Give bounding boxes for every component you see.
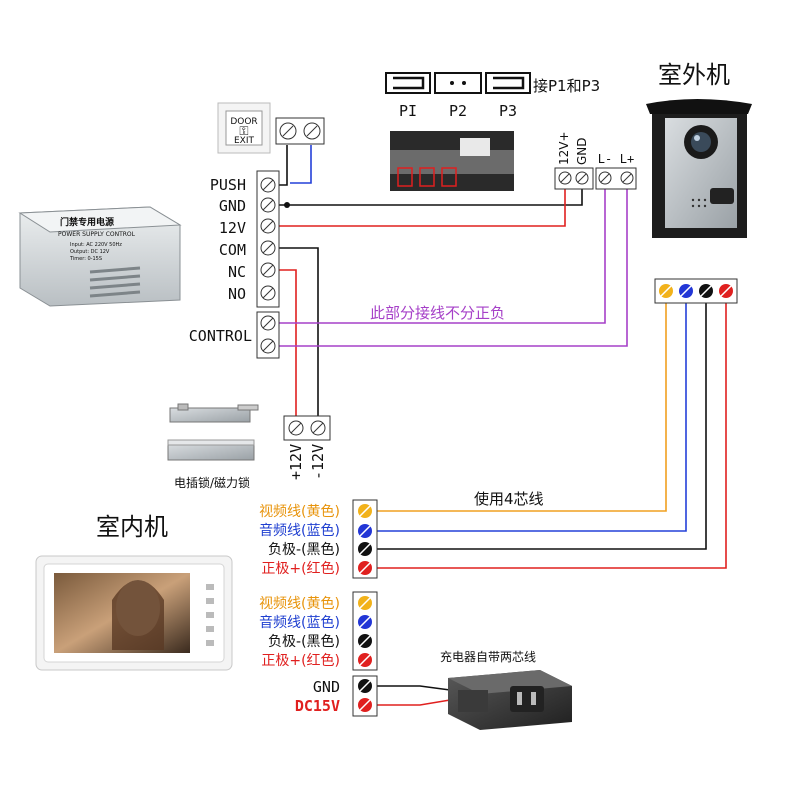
- psu-plate-subtitle: POWER SUPPLY CONTROL: [58, 231, 136, 238]
- psu-label-gnd: GND: [219, 197, 246, 215]
- lock-images: 电插锁/磁力锁: [167, 403, 259, 490]
- note-polarity-free: 此部分接线不分正负: [370, 304, 505, 322]
- outdoor-label-l-plus: L+: [620, 152, 634, 166]
- lock-label-minus: -12V: [309, 444, 327, 480]
- wire-red: [365, 301, 727, 569]
- indoor-bottom-label-video: 视频线(黄色): [259, 595, 340, 612]
- indoor-bottom-label-negative: 负极-(黑色): [268, 633, 340, 650]
- wire-charger-red: [365, 699, 451, 706]
- wire-exit-blue: [290, 145, 312, 184]
- psu-terminal-block: [256, 170, 290, 359]
- outdoor-label-gnd: GND: [575, 137, 589, 165]
- wire-12v: [268, 189, 566, 227]
- indoor-bottom-label-audio: 音频线(蓝色): [259, 614, 340, 631]
- psu-label-12v: 12V: [219, 219, 246, 237]
- outdoor-unit: 室外机: [646, 61, 752, 238]
- lock-label-plus: +12V: [287, 444, 305, 480]
- indoor-power-label-gnd: GND: [313, 678, 340, 696]
- psu-plate-line-3: Timer: 0-15S: [69, 256, 102, 262]
- outdoor-4core-terminal: [654, 278, 738, 304]
- jumper-label-p2: P2: [449, 102, 467, 120]
- exit-button: DOOR EXIT ⚿: [217, 102, 325, 154]
- note-four-core: 使用4芯线: [474, 490, 544, 508]
- outdoor-label-l-minus: L-: [598, 152, 612, 166]
- lock-caption: 电插锁/磁力锁: [174, 475, 250, 490]
- indoor-terminal-block-power: [352, 675, 378, 717]
- wire-control-2: [268, 189, 628, 347]
- jumper-detail: 接P1和P3 PI P2 P3: [385, 72, 600, 191]
- indoor-bottom-label-positive: 正极+(红色): [261, 652, 340, 669]
- psu-plate-line-1: Input: AC 220V 50Hz: [70, 242, 122, 248]
- psu-plate-title: 门禁专用电源: [60, 216, 114, 228]
- indoor-top-label-positive: 正极+(红色): [261, 560, 340, 577]
- wire-charger-black: [365, 685, 451, 691]
- wire-yellow: [365, 301, 667, 512]
- psu-label-no: NO: [228, 285, 246, 303]
- indoor-top-label-negative: 负极-(黑色): [268, 541, 340, 558]
- exit-button-label-exit: EXIT: [234, 136, 255, 146]
- indoor-top-labels: 视频线(黄色) 音频线(蓝色) 负极-(黑色) 正极+(红色): [259, 503, 340, 577]
- charger-adapter: [448, 670, 572, 730]
- note-charger: 充电器自带两芯线: [440, 649, 536, 664]
- psu-label-control: CONTROL: [189, 327, 252, 345]
- jumper-label-p1: PI: [399, 102, 417, 120]
- power-supply-box: 门禁专用电源 POWER SUPPLY CONTROL Input: AC 22…: [18, 206, 182, 307]
- psu-label-nc: NC: [228, 263, 246, 281]
- indoor-unit-title: 室内机: [96, 513, 168, 541]
- indoor-top-label-video: 视频线(黄色): [259, 503, 340, 520]
- indoor-top-label-audio: 音频线(蓝色): [259, 522, 340, 539]
- jumper-label-p3: P3: [499, 102, 517, 120]
- psu-label-push: PUSH: [210, 176, 246, 194]
- wire-com: [268, 247, 319, 420]
- wire-control-1: [268, 189, 606, 324]
- indoor-unit: 室内机: [35, 513, 233, 671]
- indoor-terminal-block-bottom: [352, 591, 378, 671]
- wire-gnd: [268, 189, 583, 206]
- indoor-power-label-dc15v: DC15V: [295, 697, 340, 715]
- psu-terminal-labels: PUSH GND 12V COM NC NO CONTROL: [189, 176, 252, 345]
- key-icon: ⚿: [239, 124, 248, 138]
- psu-vents: [89, 266, 141, 298]
- outdoor-unit-title: 室外机: [658, 61, 730, 89]
- indoor-power-labels: GND DC15V: [295, 678, 340, 715]
- psu-label-com: COM: [219, 241, 246, 259]
- exit-button-label-door: DOOR: [230, 117, 257, 127]
- outdoor-label-12v: 12V+: [557, 131, 571, 165]
- psu-plate-line-2: Output: DC 12V: [70, 249, 110, 255]
- wire-black: [365, 301, 707, 550]
- wire-blue: [365, 301, 687, 532]
- indoor-terminal-block-top: [352, 499, 378, 579]
- indoor-bottom-labels: 视频线(黄色) 音频线(蓝色) 负极-(黑色) 正极+(红色): [259, 595, 340, 669]
- jumper-note: 接P1和P3: [533, 77, 600, 95]
- outdoor-terminal-blocks: 12V+ GND L- L+: [554, 131, 637, 190]
- lock-terminal-block: +12V -12V: [283, 415, 331, 480]
